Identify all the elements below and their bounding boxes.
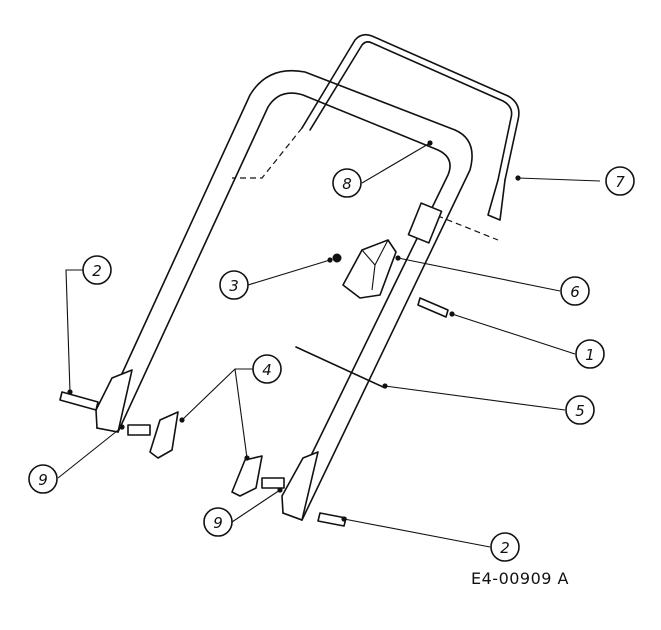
nut-3 (332, 253, 342, 263)
lower-handle (95, 69, 473, 521)
knob-lower (231, 455, 285, 497)
callout-2-lower: 2 (490, 532, 520, 562)
bolt-lower (317, 512, 347, 527)
svg-text:2: 2 (92, 262, 102, 280)
leader-lines (57, 140, 601, 548)
svg-text:9: 9 (213, 514, 223, 532)
callout-7: 7 (605, 166, 635, 196)
callout-9-lower: 9 (203, 507, 233, 537)
callout-8: 8 (332, 168, 362, 198)
svg-text:2: 2 (500, 539, 510, 557)
bolt-upper (59, 391, 99, 411)
bolt-1 (417, 297, 449, 318)
drawing-code: E4-00909 A (471, 569, 569, 588)
control-cable (295, 346, 384, 388)
callout-4: 4 (252, 354, 282, 384)
callout-5: 5 (565, 395, 595, 425)
callout-3: 3 (219, 270, 249, 300)
upper-handle (232, 33, 520, 244)
svg-text:8: 8 (342, 175, 352, 193)
knob-upper (127, 411, 179, 459)
callout-6: 6 (560, 276, 590, 306)
svg-text:1: 1 (585, 346, 595, 364)
callout-2-upper: 2 (82, 255, 112, 285)
svg-text:5: 5 (575, 402, 585, 420)
cable-guide (342, 239, 397, 299)
svg-text:9: 9 (38, 471, 48, 489)
callout-1: 1 (575, 339, 605, 369)
svg-text:4: 4 (262, 361, 272, 379)
svg-text:6: 6 (570, 283, 580, 301)
callout-9-upper: 9 (28, 464, 58, 494)
svg-text:7: 7 (615, 173, 625, 191)
svg-text:3: 3 (229, 277, 239, 295)
